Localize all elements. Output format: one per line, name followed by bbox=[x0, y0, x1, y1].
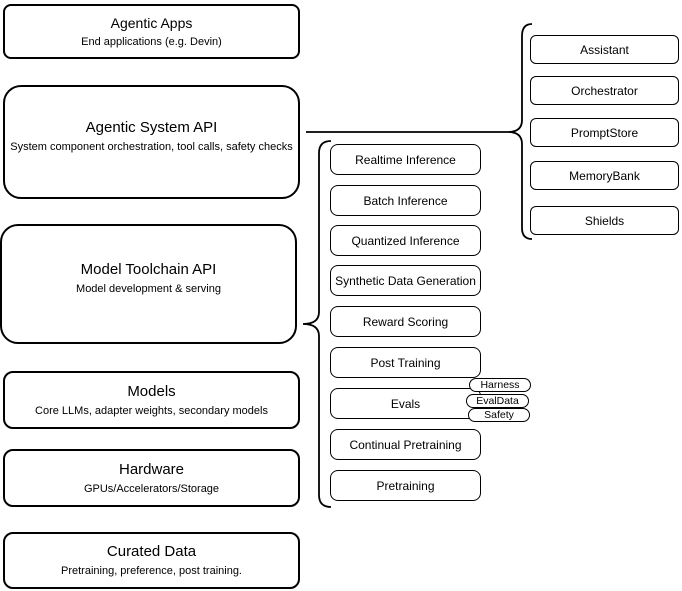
node-continual-pretraining: Continual Pretraining bbox=[330, 429, 481, 460]
node-subtitle: Pretraining, preference, post training. bbox=[61, 565, 242, 577]
node-models: Models Core LLMs, adapter weights, secon… bbox=[3, 371, 300, 429]
node-subtitle: Model development & serving bbox=[76, 282, 221, 295]
node-agentic-apps: Agentic Apps End applications (e.g. Devi… bbox=[3, 4, 300, 59]
system-brace bbox=[507, 23, 533, 240]
node-orchestrator: Orchestrator bbox=[530, 76, 679, 105]
node-promptstore: PromptStore bbox=[530, 118, 679, 147]
node-subtitle: Core LLMs, adapter weights, secondary mo… bbox=[35, 404, 268, 417]
node-model-toolchain-api: Model Toolchain API Model development & … bbox=[0, 224, 297, 344]
node-quantized-inference: Quantized Inference bbox=[330, 225, 481, 256]
node-curated-data: Curated Data Pretraining, preference, po… bbox=[3, 532, 300, 589]
node-subtitle: GPUs/Accelerators/Storage bbox=[83, 482, 220, 495]
node-title: Hardware bbox=[118, 460, 185, 478]
node-reward-scoring: Reward Scoring bbox=[330, 306, 481, 337]
node-subtitle: End applications (e.g. Devin) bbox=[81, 35, 222, 48]
toolchain-brace bbox=[302, 140, 332, 508]
node-post-training: Post Training bbox=[330, 347, 481, 378]
node-synthetic-data-generation: Synthetic Data Generation bbox=[330, 265, 481, 296]
tag-safety: Safety bbox=[468, 408, 530, 422]
node-evals: Evals bbox=[330, 388, 481, 419]
node-hardware: Hardware GPUs/Accelerators/Storage bbox=[3, 449, 300, 507]
node-batch-inference: Batch Inference bbox=[330, 185, 481, 216]
node-title: Model Toolchain API bbox=[80, 260, 217, 278]
tag-harness: Harness bbox=[469, 378, 531, 392]
node-pretraining: Pretraining bbox=[330, 470, 481, 501]
node-title: Models bbox=[127, 382, 176, 400]
node-shields: Shields bbox=[530, 206, 679, 235]
node-subtitle: System component orchestration, tool cal… bbox=[10, 140, 293, 153]
node-agentic-system-api: Agentic System API System component orch… bbox=[3, 85, 300, 199]
node-title: Curated Data bbox=[106, 543, 197, 560]
tag-evaldata: EvalData bbox=[466, 394, 529, 408]
node-realtime-inference: Realtime Inference bbox=[330, 144, 481, 175]
node-assistant: Assistant bbox=[530, 35, 679, 64]
node-memorybank: MemoryBank bbox=[530, 161, 679, 190]
node-title: Agentic Apps bbox=[110, 14, 193, 31]
node-title: Agentic System API bbox=[85, 118, 218, 136]
